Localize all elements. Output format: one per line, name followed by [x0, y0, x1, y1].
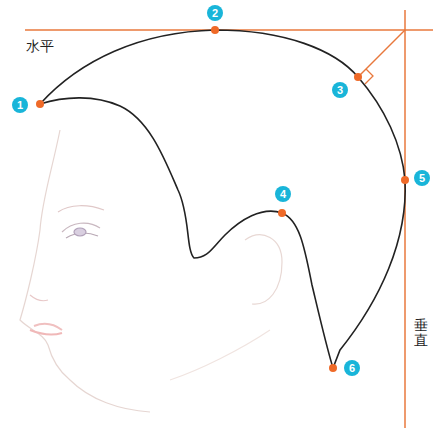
- callout-number: 2: [207, 5, 223, 21]
- callout-number: 5: [414, 170, 430, 186]
- face-sketch: [20, 130, 282, 412]
- axis-label: 水平: [26, 38, 54, 56]
- right-angle-mark: [365, 69, 373, 84]
- callout-number: 3: [332, 82, 348, 98]
- hair-outline: [40, 30, 405, 368]
- points: [36, 26, 409, 372]
- axis-label: 垂直: [414, 318, 428, 349]
- callout-number: 6: [344, 360, 360, 376]
- callout-number: 4: [275, 186, 291, 202]
- callout-number: 1: [12, 97, 28, 113]
- perpendicular-line: [358, 30, 405, 77]
- vertical-line: [404, 10, 406, 428]
